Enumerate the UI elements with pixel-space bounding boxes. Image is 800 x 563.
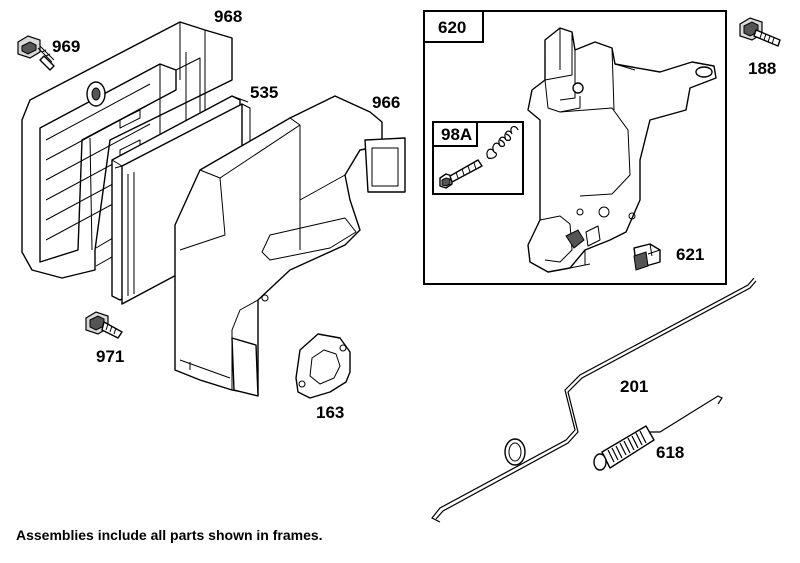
part-98a-spring-screw[interactable]	[439, 125, 519, 189]
label-98a: 98A	[441, 125, 472, 144]
label-966: 966	[372, 93, 400, 112]
assembly-620-frame	[423, 10, 727, 285]
part-163-gasket[interactable]	[295, 333, 351, 399]
part-188-screw[interactable]	[739, 17, 781, 47]
part-969-screw[interactable]	[17, 35, 55, 71]
part-971-screw[interactable]	[85, 311, 123, 339]
label-535: 535	[250, 83, 278, 102]
assembly-98a-frame	[432, 121, 524, 195]
label-621: 621	[676, 245, 704, 264]
label-201: 201	[620, 377, 648, 396]
label-618: 618	[656, 443, 684, 462]
label-968: 968	[214, 7, 242, 26]
footnote: Assemblies include all parts shown in fr…	[16, 527, 323, 543]
label-163: 163	[316, 403, 344, 422]
part-621-clip[interactable]	[633, 243, 661, 271]
label-969: 969	[52, 37, 80, 56]
part-966-cleaner-base[interactable]	[174, 95, 406, 397]
part-618-spring[interactable]	[593, 395, 723, 471]
part-201-link-rod[interactable]	[431, 277, 757, 523]
label-971: 971	[96, 347, 124, 366]
part-620-control-bracket[interactable]	[527, 27, 717, 273]
leader-lines	[231, 95, 249, 103]
label-620: 620	[438, 18, 466, 37]
label-188: 188	[748, 59, 776, 78]
